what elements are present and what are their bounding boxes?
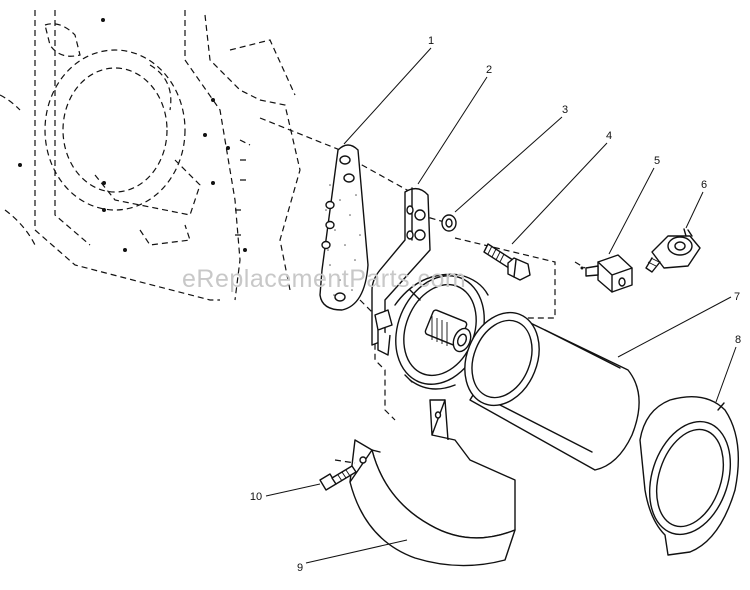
callout-9: 9: [297, 562, 303, 574]
part-1-mounting-plate: [319, 144, 369, 311]
assembly-guide-lines: [259, 117, 586, 464]
watermark-text: eReplacementParts.com: [182, 265, 466, 293]
callout-numbers: 1 2 3 4 5 6 7 8 9 10: [250, 35, 741, 574]
callout-6: 6: [701, 179, 707, 191]
part-5-adapter-block: [580, 254, 633, 293]
callout-1: 1: [428, 35, 434, 47]
part-7-oil-filter: [464, 311, 640, 471]
part-4-bolt: [483, 243, 531, 281]
callout-7: 7: [734, 291, 740, 303]
engine-block-outline: [0, 10, 301, 301]
callout-5: 5: [654, 155, 660, 167]
filter-head-adapter: [374, 273, 489, 390]
part-6-pressure-switch: [645, 228, 701, 273]
callout-10: 10: [250, 491, 262, 503]
part-10-screw: [319, 465, 357, 491]
part-9-shield: [349, 399, 516, 567]
part-3-washer: [441, 214, 457, 232]
callout-8: 8: [735, 334, 741, 346]
callout-leaders: [265, 47, 737, 564]
part-8-filter-ring: [639, 396, 739, 556]
callout-4: 4: [606, 130, 612, 142]
callout-2: 2: [486, 64, 492, 76]
callout-3: 3: [562, 104, 568, 116]
